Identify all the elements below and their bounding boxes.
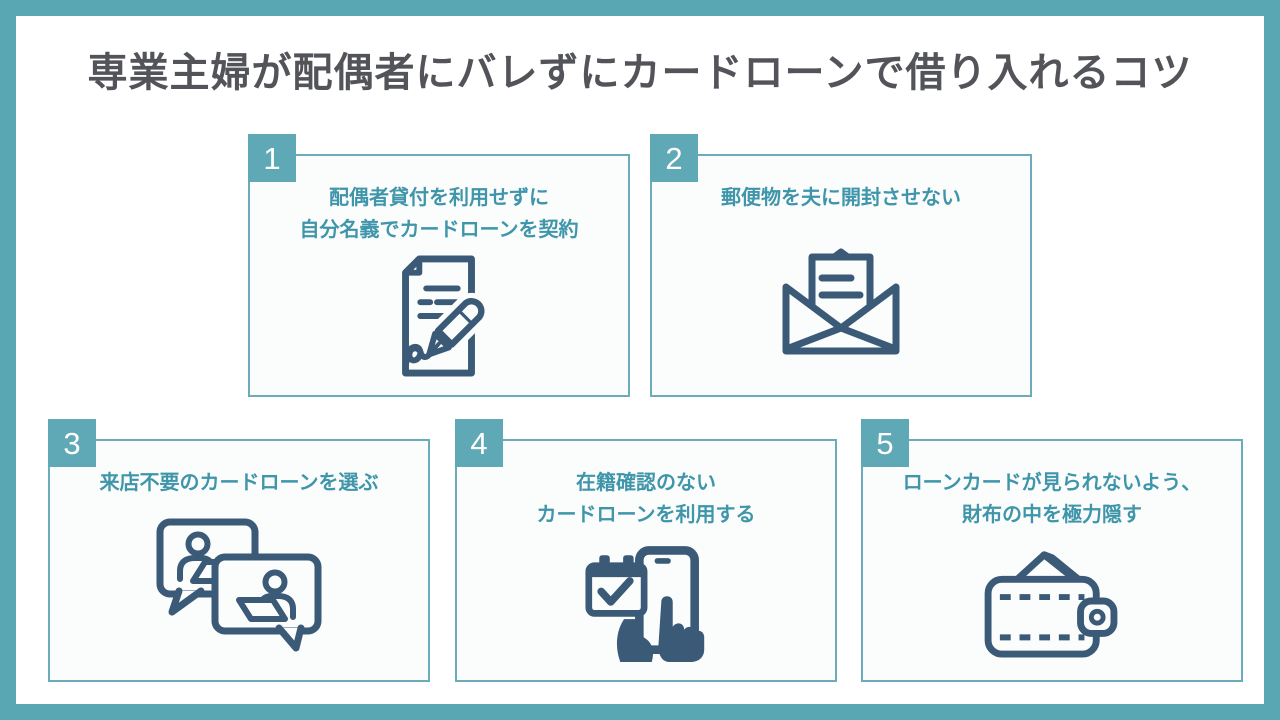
tip-text-5: ローンカードが見られないよう、 財布の中を極力隠す xyxy=(863,467,1241,531)
step-number-badge-4: 4 xyxy=(455,419,503,467)
tip-card-5: 5 ローンカードが見られないよう、 財布の中を極力隠す xyxy=(861,419,1243,682)
step-number-badge-1: 1 xyxy=(248,134,296,182)
tip-line: 在籍確認のない xyxy=(576,472,716,494)
step-number-badge-2: 2 xyxy=(650,134,698,182)
tip-text-2: 郵便物を夫に開封させない xyxy=(652,182,1030,214)
tip-text-4: 在籍確認のない カードローンを利用する xyxy=(457,467,835,531)
tip-card-3: 3 来店不要のカードローンを選ぶ xyxy=(48,419,430,682)
contract-signing-icon xyxy=(250,246,628,395)
tip-card-4: 4 在籍確認のない カードローンを利用する xyxy=(455,419,837,682)
step-number-badge-3: 3 xyxy=(48,419,96,467)
page-title: 専業主婦が配偶者にバレずにカードローンで借り入れるコツ xyxy=(87,51,1193,95)
chat-bubbles-icon xyxy=(50,499,428,680)
tip-text-1: 配偶者貸付を利用せずに 自分名義でカードローンを契約 xyxy=(250,182,628,246)
wallet-icon xyxy=(863,531,1241,680)
tip-text-3: 来店不要のカードローンを選ぶ xyxy=(50,467,428,499)
tip-card-1: 1 配偶者貸付を利用せずに 自分名義でカードローンを契約 xyxy=(248,134,630,397)
step-number-badge-5: 5 xyxy=(861,419,909,467)
tip-line: 自分名義でカードローンを契約 xyxy=(299,219,579,241)
smartphone-tap-icon xyxy=(457,531,835,680)
open-mail-icon xyxy=(652,214,1030,395)
tip-line: カードローンを利用する xyxy=(536,504,756,526)
tip-card-2: 2 郵便物を夫に開封させない xyxy=(650,134,1032,397)
tip-line: ローンカードが見られないよう、 xyxy=(902,472,1202,494)
tip-line: 来店不要のカードローンを選ぶ xyxy=(99,472,379,494)
tip-line: 財布の中を極力隠す xyxy=(962,504,1142,526)
tip-line: 郵便物を夫に開封させない xyxy=(721,187,961,209)
tip-line: 配偶者貸付を利用せずに xyxy=(329,187,549,209)
